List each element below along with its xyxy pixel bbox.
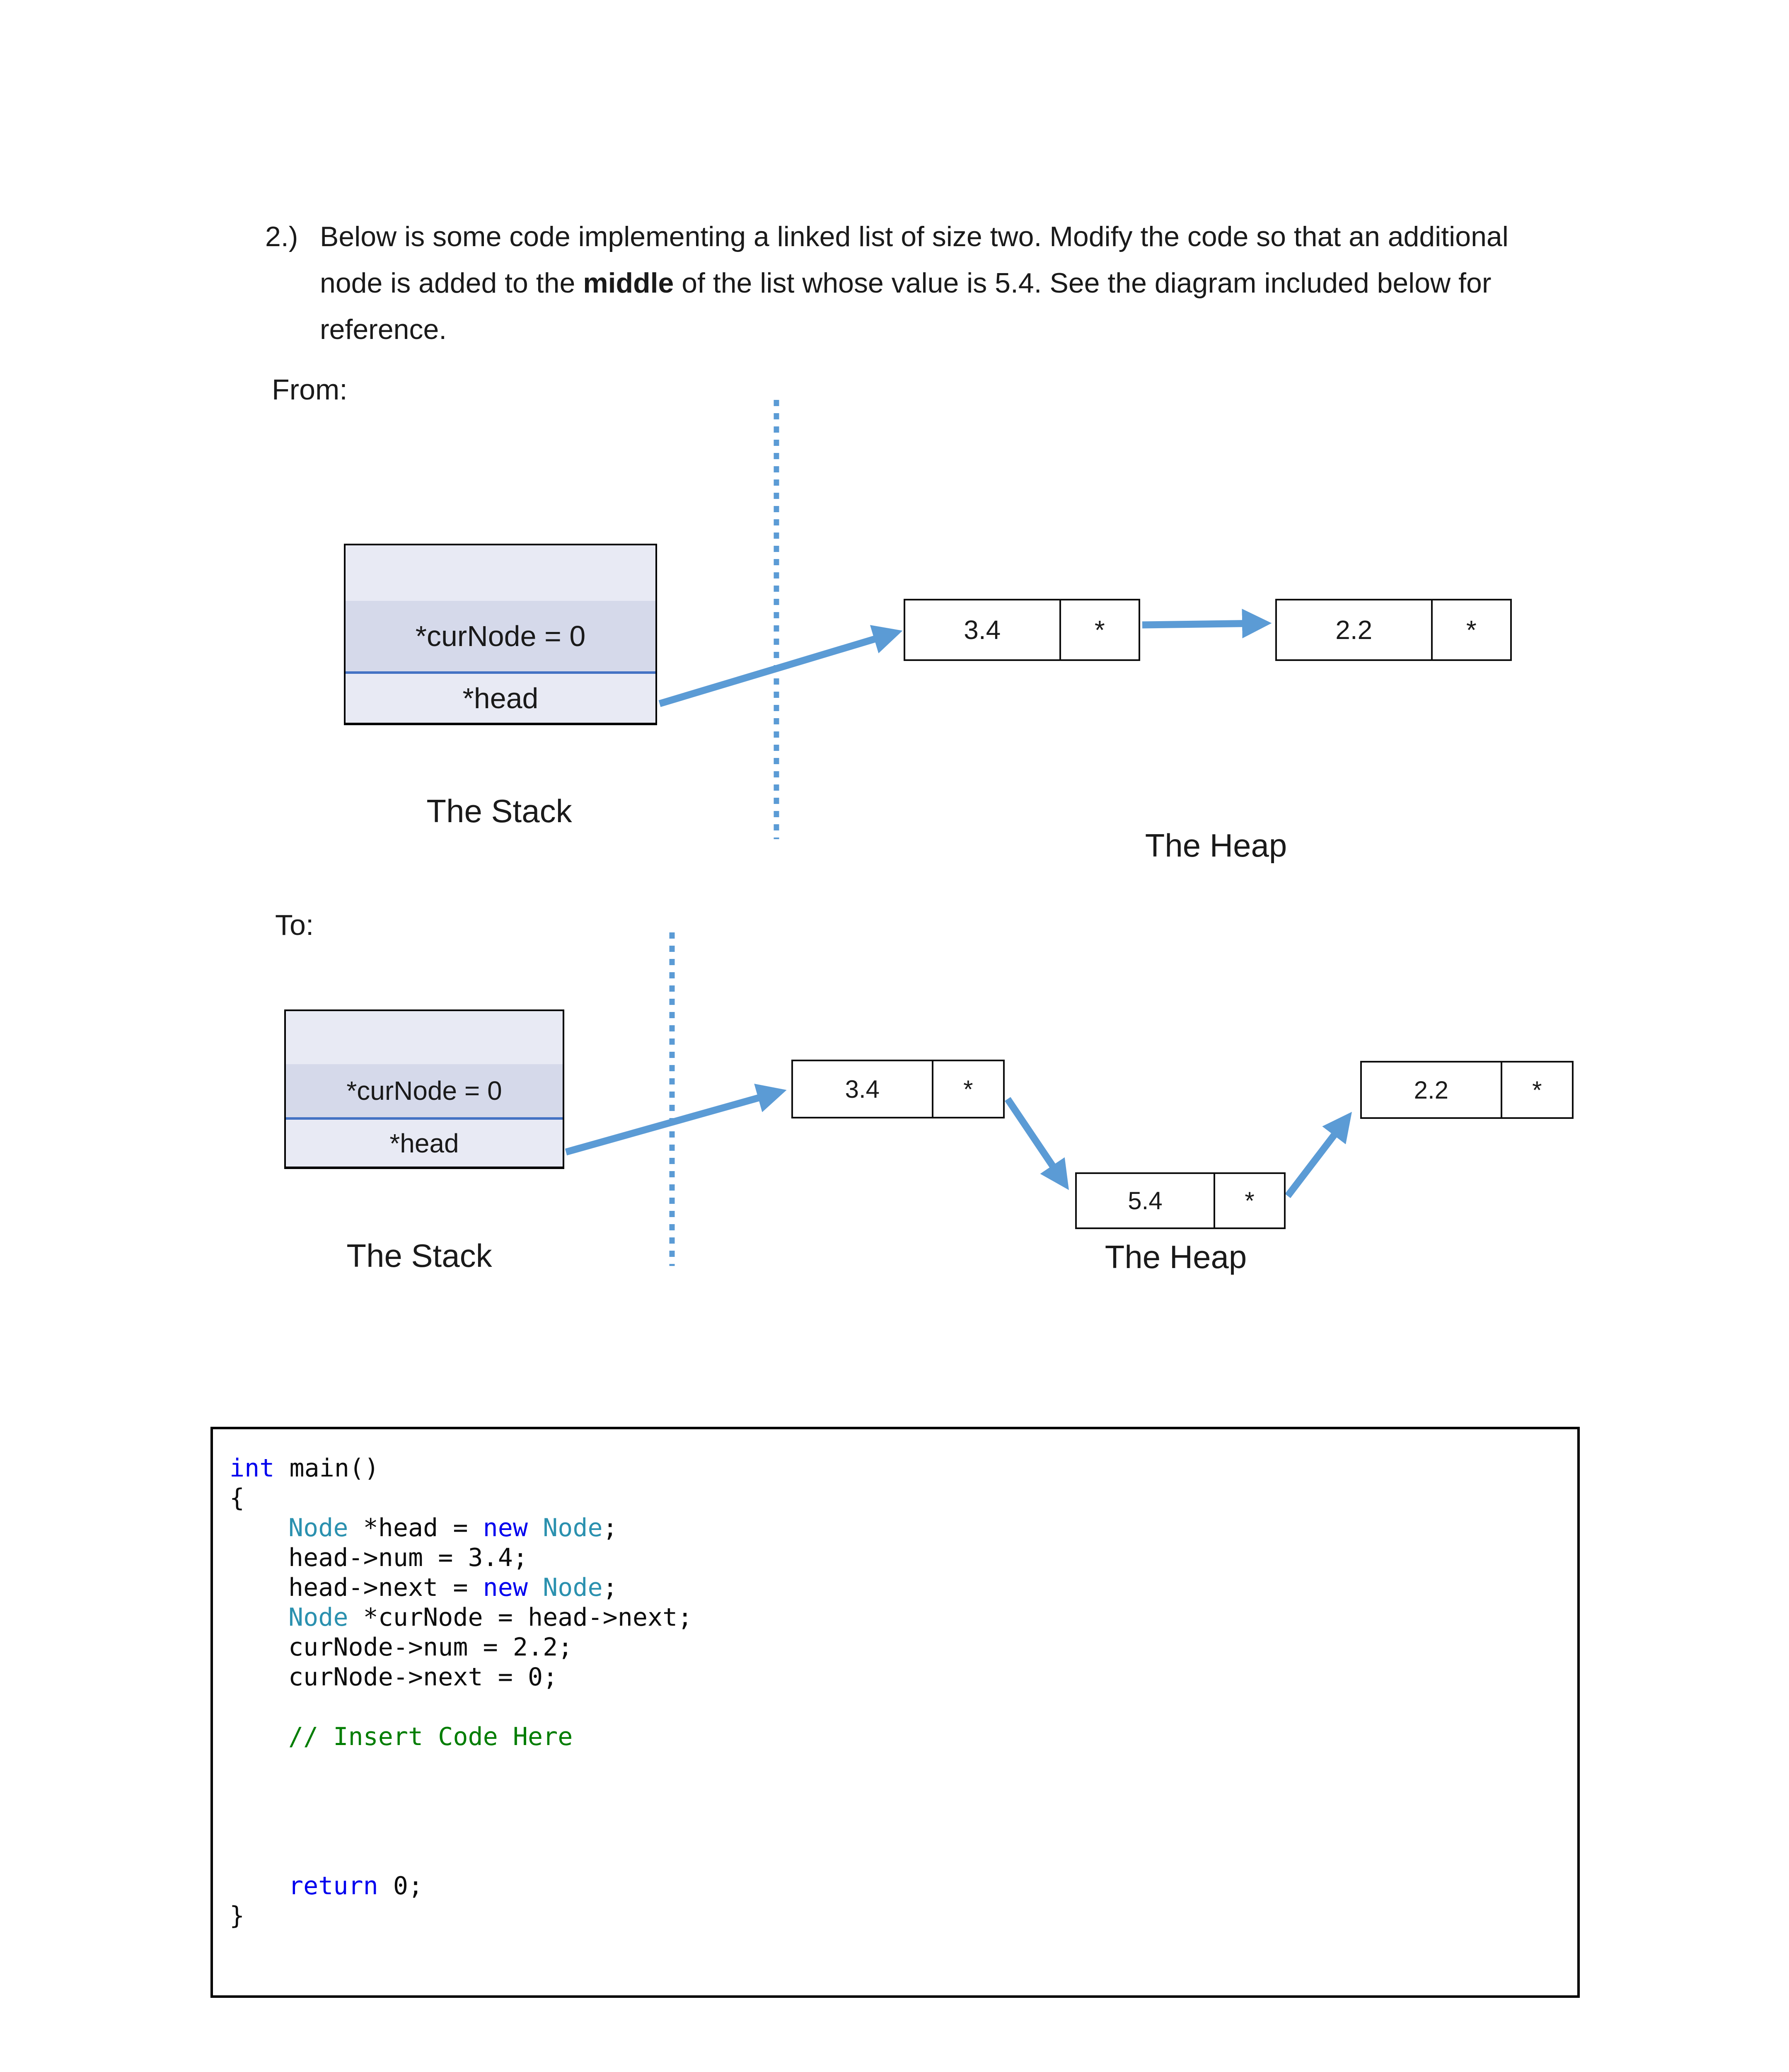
code-blank-line [230,1752,1577,1782]
code-text: *head = [348,1513,483,1542]
code-line: { [230,1484,245,1513]
node-pointer-field: * [1466,615,1477,645]
to-heap-node-3: 2.2 * [1360,1061,1574,1119]
to-heap-caption: The Heap [1105,1239,1247,1275]
from-stack-curnode-row: *curNode = 0 [346,601,655,671]
to-stack-curnode-row: *curNode = 0 [286,1064,563,1117]
node-pointer-field: * [1532,1076,1542,1104]
code-type: Node [288,1603,348,1632]
code-blank-line [230,1841,1577,1871]
from-stack-empty-row [346,545,655,601]
code-line: Node *curNode = head->next; [230,1602,1577,1632]
to-heap-node-1: 3.4 * [791,1060,1005,1118]
question-line-2: node is added to the middle of the list … [320,260,1613,306]
question-text: Below is some code implementing a linked… [320,213,1613,353]
to-stack-box: *curNode = 0 *head [284,1009,564,1169]
code-text: ; [602,1513,618,1542]
node-value: 2.2 [1277,600,1433,659]
to-node34-next-arrow [1004,1097,1069,1190]
from-stack-box: *curNode = 0 *head [344,544,657,725]
code-blank-line [230,1782,1577,1811]
code-blank-line [230,1811,1577,1841]
code-text: 0; [378,1871,423,1900]
to-label: To: [275,909,314,941]
to-stack-caption: The Stack [346,1237,492,1274]
code-line: Node *head = new Node; [230,1513,1577,1543]
from-head-pointer-arrow [658,625,903,707]
node-pointer-field: * [1094,615,1105,645]
code-type: Node [543,1513,603,1542]
node-pointer-field: * [963,1075,973,1103]
code-block: int main() { Node *head = new Node; head… [210,1427,1580,1998]
question-bold-word: middle [583,267,674,299]
from-stack-caption: The Stack [426,793,572,829]
code-line: head->next = new Node; [230,1573,1577,1602]
node-value: 3.4 [793,1061,933,1117]
question-number: 2.) [265,221,298,252]
code-keyword: new [483,1573,543,1602]
question-line-2-post: of the list whose value is 5.4. See the … [674,267,1492,299]
code-text: head->next = [288,1573,483,1602]
node-pointer-field: * [1245,1187,1255,1215]
code-line: curNode->num = 2.2; [288,1633,573,1662]
code-type: Node [543,1573,603,1602]
to-node54-next-arrow [1285,1111,1352,1198]
to-head-pointer-arrow [565,1084,787,1156]
from-stack-head-row: *head [346,671,655,723]
code-blank-line [230,1692,1577,1722]
code-comment-line: // Insert Code Here [288,1722,573,1751]
code-line: return 0; [230,1871,1577,1901]
code-text: main() [274,1454,380,1483]
from-heap-caption: The Heap [1145,827,1287,864]
to-stack-empty-row [286,1011,563,1064]
question-line-3: reference. [320,314,447,345]
from-node34-next-arrow [1142,608,1272,639]
code-keyword: new [483,1513,543,1542]
question-line-1: Below is some code implementing a linked… [320,221,1509,252]
code-keyword: int [230,1454,275,1483]
code-keyword: return [288,1871,378,1900]
code-line: int main() [230,1453,1577,1483]
code-line: } [230,1901,245,1930]
code-line: head->num = 3.4; [288,1543,528,1572]
code-type: Node [288,1513,348,1542]
from-label: From: [272,373,348,406]
to-heap-node-middle: 5.4 * [1075,1172,1286,1229]
node-value: 2.2 [1362,1063,1502,1117]
question-line-2-pre: node is added to the [320,267,583,299]
code-text: *curNode = head->next; [348,1603,693,1632]
from-heap-node-1: 3.4 * [904,599,1140,661]
code-text: ; [602,1573,618,1602]
code-line: curNode->next = 0; [288,1663,558,1692]
node-value: 5.4 [1077,1174,1215,1227]
from-heap-node-2: 2.2 * [1275,599,1512,661]
node-value: 3.4 [905,600,1061,659]
to-stack-head-row: *head [286,1117,563,1167]
